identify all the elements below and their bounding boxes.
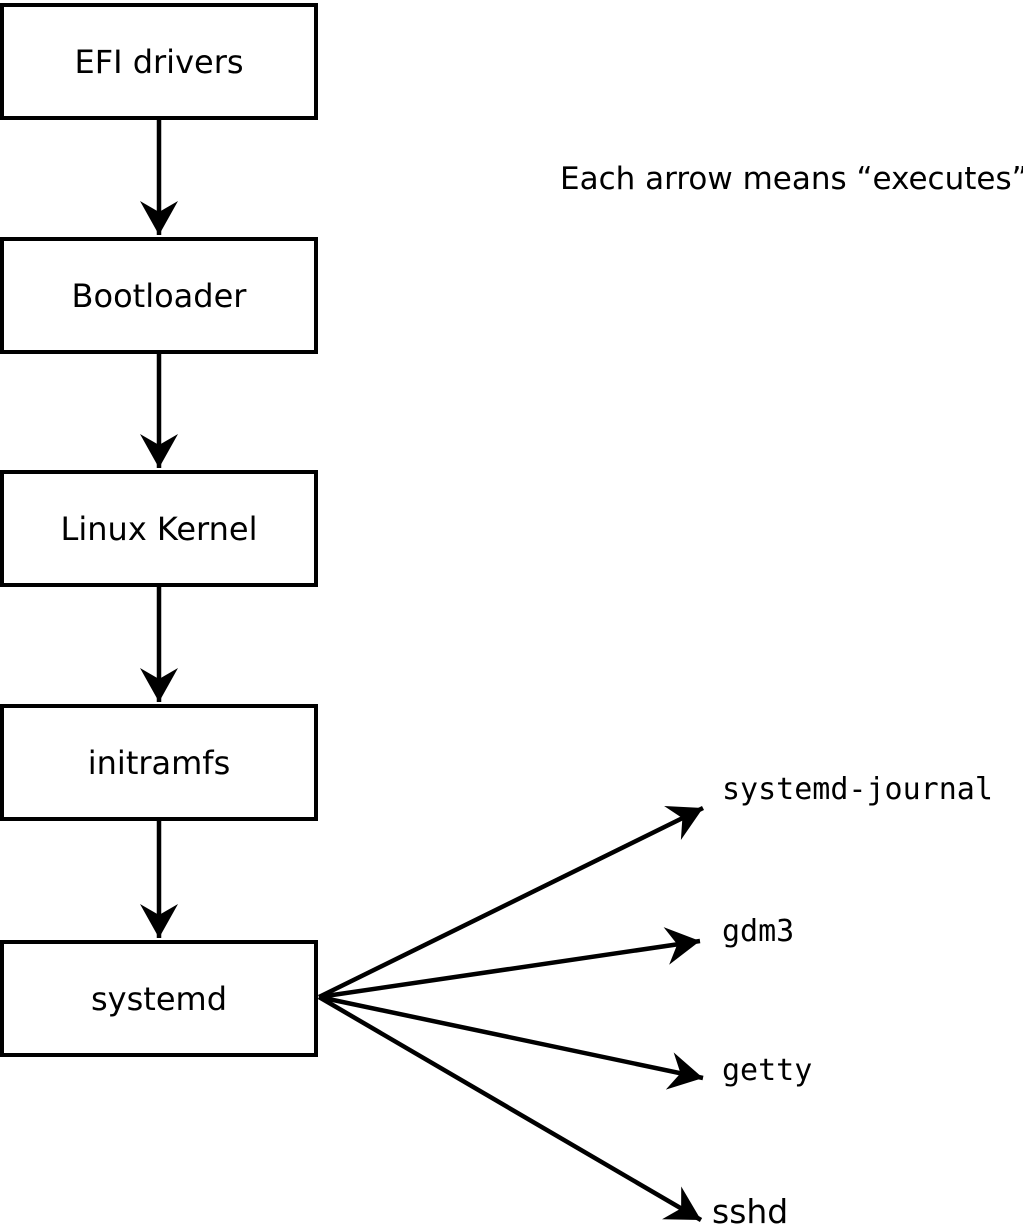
node-systemd-label: systemd — [91, 979, 227, 1018]
arrow-legend-text: Each arrow means “executes”. — [560, 161, 1023, 197]
arrow-systemd-to-sshd — [317, 995, 703, 1222]
node-initramfs: initramfs — [0, 704, 318, 821]
arrow-systemd-to-journal — [318, 805, 704, 1000]
node-efi-drivers-label: EFI drivers — [74, 42, 244, 81]
node-efi-drivers: EFI drivers — [0, 3, 318, 120]
arrow-systemd-to-getty — [318, 994, 704, 1090]
node-systemd: systemd — [0, 940, 318, 1057]
node-linux-kernel: Linux Kernel — [0, 470, 318, 587]
label-gdm3: gdm3 — [722, 914, 795, 949]
label-systemd-journal: systemd-journal — [722, 772, 993, 807]
node-initramfs-label: initramfs — [87, 743, 231, 782]
node-bootloader: Bootloader — [0, 237, 318, 354]
label-getty: getty — [722, 1053, 813, 1088]
node-linux-kernel-label: Linux Kernel — [60, 509, 258, 548]
label-sshd: sshd — [712, 1192, 789, 1230]
arrow-systemd-to-gdm3 — [318, 927, 701, 1000]
node-bootloader-label: Bootloader — [71, 276, 247, 315]
